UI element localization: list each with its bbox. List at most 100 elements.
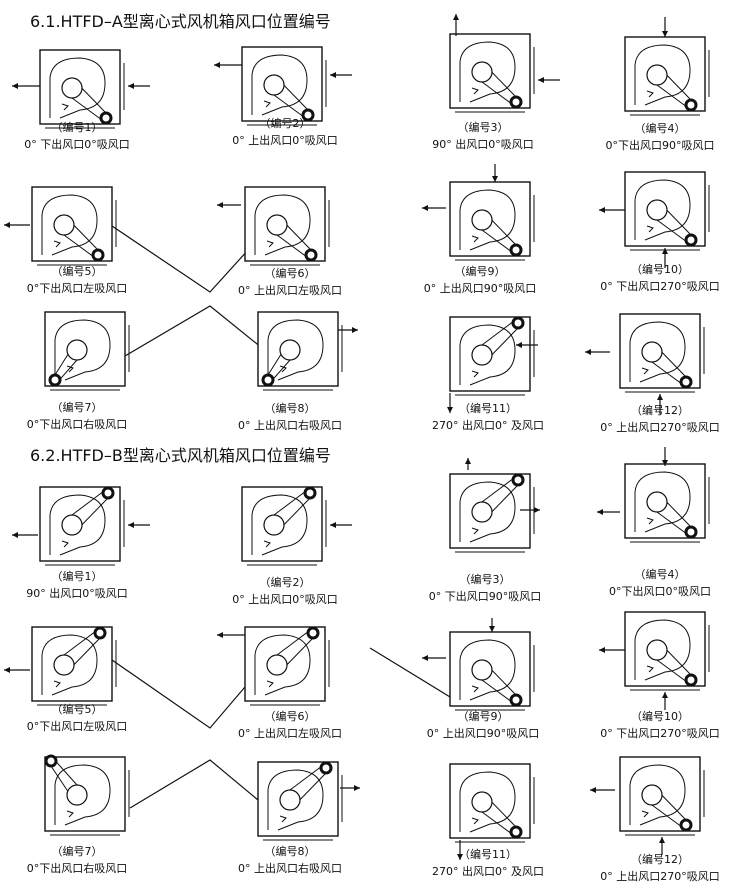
fan-box-drawing	[422, 618, 535, 711]
diagram-caption: （编号5）0°下出风口左吸风口	[0, 263, 162, 297]
fan-diagram-a-1	[10, 38, 150, 148]
diagram-caption: （编号7）0°下出风口右吸风口	[0, 399, 162, 433]
volute-scroll	[251, 494, 308, 556]
airflow-arrow-icon	[447, 393, 453, 413]
diagram-description: 270° 出风口0° 及风口	[432, 865, 544, 878]
volute-scroll	[459, 324, 516, 386]
fan-pulley	[279, 339, 301, 361]
motor-pulley	[301, 108, 315, 122]
diagram-description: 90° 出风口0°吸风口	[432, 138, 534, 151]
diagram-description: 0° 上出风口90°吸风口	[426, 727, 540, 740]
diagram-description: 0° 上出风口右吸风口	[238, 419, 342, 432]
arrow-head	[214, 62, 220, 68]
rotation-arrow-icon	[263, 100, 271, 108]
diagram-caption: （编号6）0° 上出风口左吸风口	[205, 708, 375, 742]
fan-diagram-b-3	[420, 458, 560, 572]
airflow-arrow-icon	[657, 394, 663, 414]
airflow-arrow-icon	[422, 205, 446, 211]
airflow-arrow-icon	[214, 62, 242, 68]
airflow-arrow-icon	[12, 532, 38, 538]
diagram-caption: （编号1）90° 出风口0°吸风口	[0, 568, 162, 602]
rotation-arrow-icon	[471, 235, 479, 243]
diagram-number: （编号8）	[264, 845, 316, 858]
diagram-number: （编号3）	[459, 573, 511, 586]
volute-scroll	[459, 189, 516, 251]
rotation-arrow-icon	[279, 365, 287, 373]
fan-box-drawing	[12, 486, 150, 566]
arrow-head	[354, 785, 360, 791]
diagram-description: 0° 上出风口0°吸风口	[232, 593, 338, 606]
diagram-caption: （编号2）0° 上出风口0°吸风口	[200, 574, 370, 608]
volute-scroll	[54, 319, 111, 381]
diagram-caption: （编号12）0° 上出风口270°吸风口	[575, 402, 731, 436]
fan-box-drawing	[257, 311, 358, 391]
arrow-head	[590, 787, 596, 793]
motor-pulley	[306, 626, 320, 640]
arrow-head	[599, 647, 605, 653]
fan-pulley	[266, 214, 288, 236]
fan-box-drawing	[447, 316, 538, 413]
arrow-head	[4, 667, 10, 673]
rotation-arrow-icon	[266, 240, 274, 248]
fan-diagram-a-4	[595, 17, 731, 135]
diagram-description: 0° 下出风口0°吸风口	[24, 138, 130, 151]
motor-pulley	[101, 486, 115, 500]
diagram-caption: （编号3）0° 下出风口90°吸风口	[400, 571, 570, 605]
rotation-arrow-icon	[66, 810, 74, 818]
motor-pulley	[509, 693, 523, 707]
airflow-arrow-icon	[217, 202, 241, 208]
motor-pulley	[511, 316, 525, 330]
airflow-arrow-icon	[590, 787, 615, 793]
motor-pulley	[48, 373, 62, 387]
fan-box-drawing	[217, 186, 330, 266]
diagram-caption: （编号1） 0° 下出风口0°吸风口	[0, 119, 162, 153]
fan-pulley	[471, 791, 493, 813]
diagram-caption: （编号11）270° 出风口0° 及风口	[403, 400, 573, 434]
diagram-number: （编号3）	[457, 121, 509, 134]
fan-pulley	[646, 64, 668, 86]
volute-scroll	[459, 41, 516, 103]
fan-box-drawing	[585, 313, 705, 414]
rotation-arrow-icon	[61, 540, 69, 548]
fan-diagram-b-12	[590, 745, 730, 855]
arrow-head	[352, 327, 358, 333]
arrow-head	[453, 14, 459, 20]
diagram-description: 0° 上出风口左吸风口	[238, 284, 342, 297]
fan-box-drawing	[44, 311, 130, 391]
volute-scroll	[254, 194, 311, 256]
diagram-caption: （编号7）0°下出风口右吸风口	[0, 843, 162, 877]
airflow-arrow-icon	[12, 83, 40, 89]
diagram-description: 0° 上出风口0°吸风口	[232, 134, 338, 147]
airflow-arrow-icon	[662, 692, 668, 710]
airflow-arrow-icon	[453, 14, 459, 36]
airflow-arrow-icon	[516, 342, 538, 348]
fan-box-drawing	[597, 447, 710, 543]
airflow-arrow-icon	[465, 458, 471, 470]
motor-pulley	[679, 818, 693, 832]
fan-diagram-a-7	[420, 164, 560, 280]
airflow-arrow-icon	[520, 507, 540, 513]
airflow-arrow-icon	[662, 17, 668, 37]
fan-pulley	[471, 61, 493, 83]
airflow-arrow-icon	[340, 785, 360, 791]
arrow-head	[330, 72, 336, 78]
rotation-arrow-icon	[61, 103, 69, 111]
diagram-number: （编号6）	[264, 267, 316, 280]
arrow-head	[599, 207, 605, 213]
fan-diagram-a-10	[228, 300, 368, 410]
airflow-arrow-icon	[330, 72, 352, 78]
fan-pulley	[646, 199, 668, 221]
fan-box-drawing	[449, 14, 560, 113]
diagram-caption: （编号6） 0° 上出风口左吸风口	[205, 265, 375, 299]
fan-pulley	[266, 654, 288, 676]
diagram-number: （编号1）	[51, 121, 103, 134]
airflow-arrow-icon	[662, 248, 668, 268]
fan-diagram-a-5	[2, 175, 142, 285]
fan-diagram-b-5	[2, 615, 142, 725]
airflow-arrow-icon	[217, 632, 245, 638]
diagram-caption: （编号8）0° 上出风口右吸风口	[205, 400, 375, 434]
fan-box-drawing	[12, 49, 150, 129]
rotation-arrow-icon	[641, 810, 649, 818]
arrow-head	[128, 522, 134, 528]
